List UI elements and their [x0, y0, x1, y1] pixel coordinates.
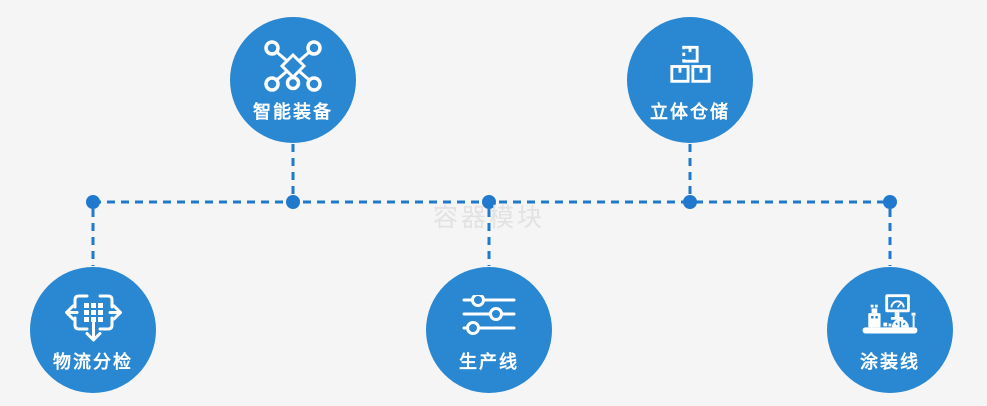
node-vertical-warehouse: 立体仓储: [627, 17, 753, 143]
watermark-text: 容器模块: [432, 204, 546, 232]
network-nodes-icon: [262, 39, 324, 92]
distribute-arrows-icon: [61, 290, 125, 342]
node-coating-line: 涂装线: [827, 267, 953, 393]
node-label: 立体仓储: [650, 101, 730, 122]
node-production-line: 生产线: [426, 267, 552, 393]
control-machine-icon: [856, 290, 924, 342]
node-label: 物流分检: [53, 351, 133, 372]
sliders-icon: [462, 290, 516, 342]
stacked-boxes-icon: [661, 40, 719, 92]
node-smart-equipment: 智能装备: [230, 17, 356, 143]
node-label: 智能装备: [253, 101, 333, 122]
node-label: 生产线: [459, 351, 519, 372]
node-label: 涂装线: [860, 351, 920, 372]
node-logistics-sorting: 物流分检: [30, 267, 156, 393]
junction-dots: [86, 195, 897, 209]
